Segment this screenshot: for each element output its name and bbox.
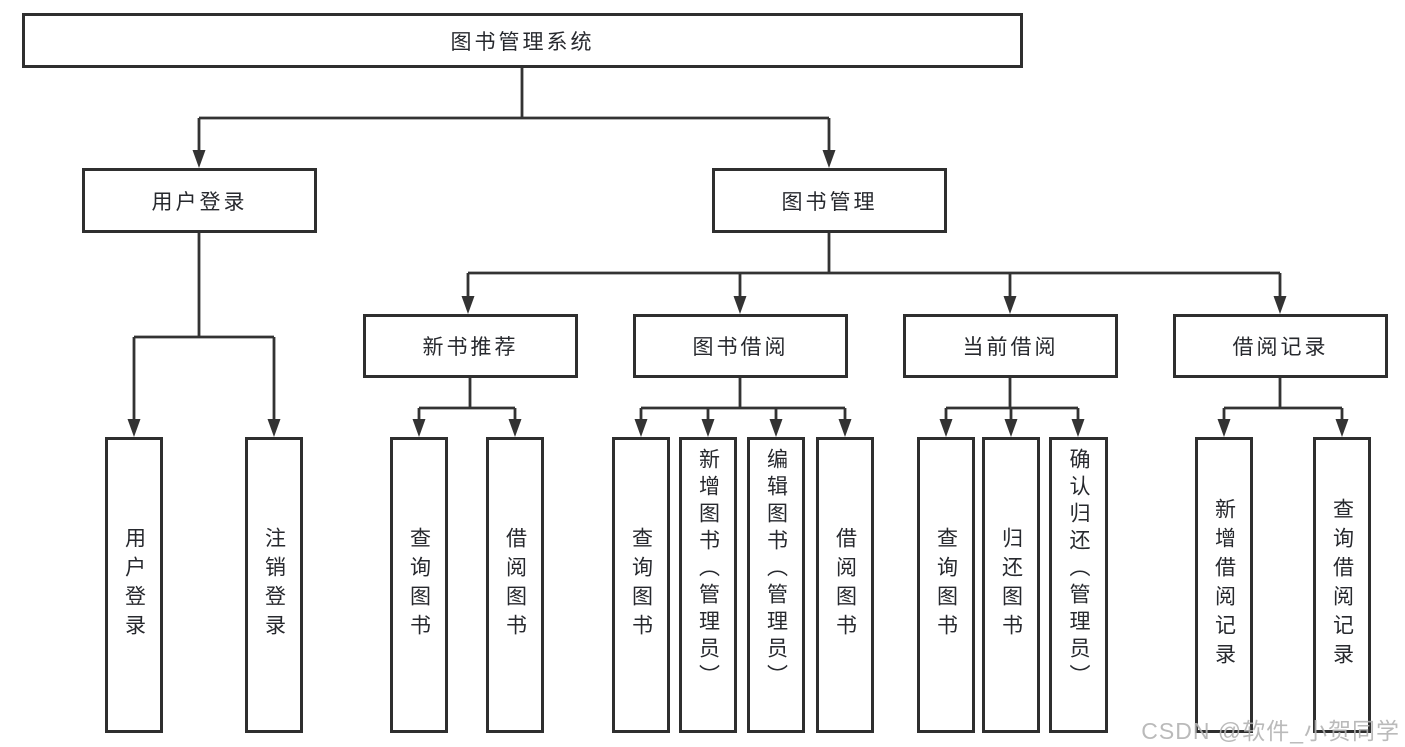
node-book-borrow: 图书借阅: [633, 314, 848, 378]
node-book-mgmt-label: 图书管理: [781, 190, 878, 214]
leaf-logout-label: 注销登录: [262, 527, 286, 643]
leaf-query-books-1: 查询图书: [390, 437, 448, 733]
leaf-query-books-1-label: 查询图书: [407, 527, 431, 643]
connector-current-borrow-to-leaves: [944, 378, 1080, 421]
arrowhead-icon: [939, 419, 953, 437]
watermark: CSDN @软件_小贺同学: [1141, 718, 1400, 744]
node-new-book-rec-label: 新书推荐: [422, 336, 519, 359]
leaf-confirm-return-label: 确认归还（管理员）: [1067, 448, 1091, 691]
node-user-login: 用户登录: [82, 168, 317, 233]
leaf-return-books-label: 归还图书: [999, 527, 1023, 643]
leaf-logout: 注销登录: [245, 437, 303, 733]
arrowhead-icon: [733, 296, 747, 314]
arrowhead-icon: [1217, 419, 1231, 437]
arrowhead-icon: [1335, 419, 1349, 437]
arrowhead-icon: [1273, 296, 1287, 314]
arrowhead-icon: [769, 419, 783, 437]
leaf-add-books: 新增图书（管理员）: [679, 437, 737, 733]
leaf-query-record: 查询借阅记录: [1313, 437, 1371, 733]
node-new-book-rec: 新书推荐: [363, 314, 578, 378]
arrowhead-icon: [267, 419, 281, 437]
leaf-query-books-3: 查询图书: [917, 437, 975, 733]
node-book-borrow-label: 图书借阅: [692, 336, 789, 359]
leaf-user-login: 用户登录: [105, 437, 163, 733]
leaf-return-books: 归还图书: [982, 437, 1040, 733]
arrowhead-icon: [701, 419, 715, 437]
leaf-borrow-books-2-label: 借阅图书: [833, 527, 857, 643]
leaf-query-books-2-label: 查询图书: [629, 527, 653, 643]
arrowhead-icon: [127, 419, 141, 437]
leaf-edit-books: 编辑图书（管理员）: [747, 437, 805, 733]
arrowhead-icon: [508, 419, 522, 437]
connector-user-login-to-leaves: [132, 233, 276, 421]
arrowhead-icon: [1004, 419, 1018, 437]
leaf-user-login-label: 用户登录: [122, 527, 146, 643]
leaf-query-books-3-label: 查询图书: [934, 527, 958, 643]
arrowhead-icon: [838, 419, 852, 437]
arrowhead-icon: [1071, 419, 1085, 437]
connector-book-mgmt-to-level3: [466, 233, 1282, 298]
arrowheads: [127, 150, 1349, 437]
node-root: 图书管理系统: [22, 13, 1023, 68]
node-current-borrow-label: 当前借阅: [962, 336, 1059, 359]
leaf-add-record: 新增借阅记录: [1195, 437, 1253, 733]
node-borrow-records-label: 借阅记录: [1232, 336, 1329, 359]
connector-root-to-level2: [197, 68, 831, 152]
connector-new-book-rec-to-leaves: [417, 378, 517, 421]
node-current-borrow: 当前借阅: [903, 314, 1118, 378]
connector-book-borrow-to-leaves: [639, 378, 847, 421]
node-book-mgmt: 图书管理: [712, 168, 947, 233]
node-user-login-label: 用户登录: [151, 190, 248, 214]
arrowhead-icon: [461, 296, 475, 314]
arrowhead-icon: [634, 419, 648, 437]
leaf-query-record-label: 查询借阅记录: [1330, 498, 1354, 672]
connector-borrow-records-to-leaves: [1222, 378, 1344, 421]
leaf-confirm-return: 确认归还（管理员）: [1049, 437, 1108, 733]
leaf-add-record-label: 新增借阅记录: [1212, 498, 1236, 672]
node-borrow-records: 借阅记录: [1173, 314, 1388, 378]
leaf-query-books-2: 查询图书: [612, 437, 670, 733]
leaf-borrow-books-1-label: 借阅图书: [503, 527, 527, 643]
leaf-edit-books-label: 编辑图书（管理员）: [764, 448, 788, 691]
arrowhead-icon: [412, 419, 426, 437]
arrowhead-icon: [822, 150, 836, 168]
arrowhead-icon: [1003, 296, 1017, 314]
node-root-label: 图书管理系统: [450, 30, 595, 54]
leaf-borrow-books-2: 借阅图书: [816, 437, 874, 733]
leaf-borrow-books-1: 借阅图书: [486, 437, 544, 733]
arrowhead-icon: [192, 150, 206, 168]
leaf-add-books-label: 新增图书（管理员）: [696, 448, 720, 691]
